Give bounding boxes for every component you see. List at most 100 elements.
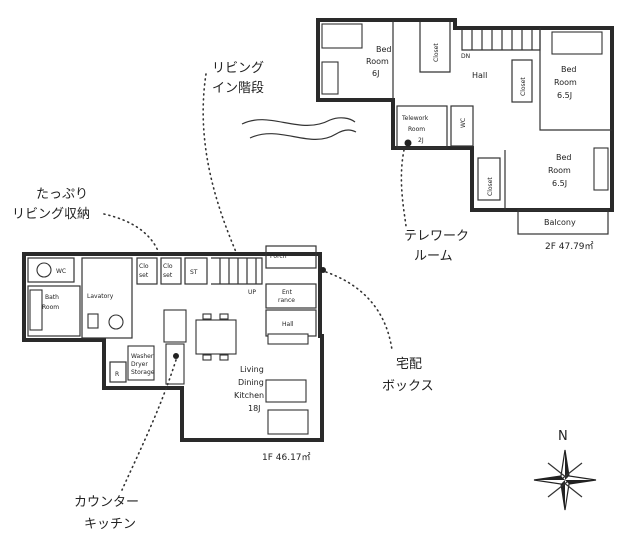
entrance [265, 283, 317, 309]
telework-room [396, 105, 448, 149]
second-floor-outer-wall [316, 18, 614, 212]
ldk-line1: Living [240, 365, 264, 374]
delivery-box-marker [320, 267, 326, 273]
bed-a-furniture [321, 23, 363, 49]
callout-kitchen-line2: キッチン [84, 517, 136, 532]
callouts: リビング イン階段 たっぷり リビング収納 テレワーク ルーム 宅配 ボックス … [12, 61, 469, 532]
ldk-line2: Dining [238, 378, 264, 387]
storage-st-label: ST [190, 269, 198, 276]
svg-text:Washer: Washer [131, 353, 154, 360]
leader-living-stairs [202, 73, 237, 253]
callout-living-storage-line2: リビング収納 [12, 207, 90, 222]
second-floor-area: 2F 47.79㎡ [545, 241, 594, 252]
bed-a-line2: Room [366, 57, 389, 66]
bed-b-furniture [551, 31, 603, 55]
svg-text:Storage: Storage [131, 369, 155, 376]
balcony [517, 209, 609, 235]
lavatory [81, 257, 133, 339]
second-floor-wc [450, 105, 474, 147]
storage-st [184, 257, 208, 285]
leader-kitchen [121, 359, 177, 491]
sofa [265, 379, 307, 403]
callout-delivery-line2: ボックス [382, 379, 434, 394]
callout-living-stairs-line2: イン階段 [212, 81, 264, 96]
first-floor-hall-label: Hall [282, 321, 294, 328]
first-floor-wc [27, 257, 75, 283]
stairs-down-label: DN [461, 53, 470, 60]
bath-line1: Bath [45, 294, 59, 301]
svg-text:Ent: Ent [282, 289, 293, 296]
leader-delivery [325, 271, 393, 351]
bed-b-line2: Room [554, 78, 577, 87]
svg-text:rance: rance [278, 297, 295, 304]
closet-b-label: Closet [520, 77, 527, 96]
washer-storage [127, 345, 155, 381]
balcony-label: Balcony [544, 218, 576, 227]
sofa-lower [267, 409, 309, 435]
closet-a-label: Closet [433, 43, 440, 62]
second-floor-wc-label: WC [460, 118, 467, 128]
refrigerator-label: R [115, 371, 119, 378]
callout-kitchen-line1: カウンター [74, 495, 139, 510]
closet-c [477, 157, 501, 201]
telework-room-marker [404, 139, 412, 147]
first-floor-stairs [211, 257, 263, 285]
kitchen-counter [163, 309, 187, 343]
callout-living-stairs-line1: リビング [212, 61, 264, 76]
telework-size: 2J [418, 137, 424, 144]
stairs-up-label: UP [248, 289, 256, 296]
bed-c-size: 6.5J [552, 179, 567, 188]
bed-c-furniture [593, 147, 609, 191]
svg-text:set: set [163, 272, 173, 279]
closet-a [419, 22, 451, 73]
kitchen-marker [173, 353, 179, 359]
callout-living-storage-line1: たっぷり [36, 187, 88, 202]
telework-line1: Telework [401, 115, 429, 122]
closet-c-label: Closet [487, 177, 494, 196]
bed-c-line2: Room [548, 166, 571, 175]
svg-text:Clo: Clo [163, 263, 173, 270]
closet-b [511, 59, 533, 103]
second-floor-stairs [461, 30, 541, 51]
wave-a [241, 117, 356, 126]
kitchen-sink-counter [165, 343, 185, 385]
leader-living-storage [103, 213, 161, 257]
bed-b-size: 6.5J [557, 91, 572, 100]
lavatory-label: Lavatory [87, 293, 114, 300]
bed-c-line1: Bed [556, 153, 572, 162]
callout-delivery-line1: 宅配 [396, 357, 422, 372]
bed-b-line1: Bed [561, 65, 577, 74]
svg-text:Dryer: Dryer [131, 361, 148, 368]
compass: N [533, 429, 597, 511]
closet-1f-a [136, 257, 158, 285]
bath-line2: Room [42, 304, 59, 311]
ldk-line3: Kitchen [234, 391, 264, 400]
first-floor-outer-wall [22, 252, 324, 442]
callout-telework-line1: テレワーク [404, 229, 469, 244]
callout-telework-line2: ルーム [414, 249, 453, 264]
leader-telework [400, 149, 407, 227]
first-floor: WC Bath Room Lavatory Clo set Clo set ST… [22, 245, 326, 463]
wave-b [249, 129, 357, 140]
bed-a-line1: Bed [376, 45, 392, 54]
svg-text:Clo: Clo [139, 263, 149, 270]
first-floor-wc-label: WC [56, 268, 66, 275]
washer-circle [108, 314, 124, 330]
bed-a-size: 6J [372, 69, 379, 78]
first-floor-area: 1F 46.17㎡ [262, 452, 311, 463]
tv-board [267, 333, 309, 345]
closet-1f-b [160, 257, 182, 285]
ldk-size: 18J [248, 404, 261, 413]
compass-north-label: N [558, 429, 568, 444]
telework-line2: Room [408, 126, 425, 133]
dining-table [195, 319, 237, 355]
porch-label: Porch [270, 253, 287, 260]
bath-room [27, 285, 81, 337]
porch [265, 245, 317, 269]
second-floor: Balcony 2F 47.79㎡ Closet Bed Room 6J DN … [316, 18, 614, 252]
second-floor-hall-label: Hall [472, 71, 487, 80]
svg-text:set: set [139, 272, 149, 279]
refrigerator [109, 361, 127, 383]
